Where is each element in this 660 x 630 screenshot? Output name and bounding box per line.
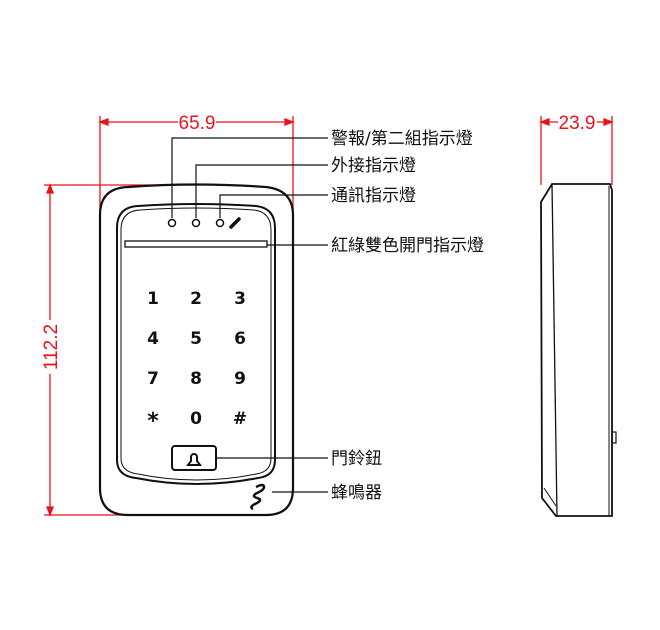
key-3[interactable]: 3 — [234, 289, 246, 309]
key-1[interactable]: 1 — [147, 289, 159, 309]
key-0[interactable]: 0 — [190, 409, 202, 429]
key-5[interactable]: 5 — [190, 329, 202, 349]
depth-value: 23.9 — [559, 113, 596, 134]
key-star[interactable]: * — [147, 409, 159, 434]
height-value: 112.2 — [41, 324, 62, 370]
key-icon — [229, 217, 241, 229]
key-7[interactable]: 7 — [147, 369, 159, 389]
side-view — [540, 183, 617, 517]
leader-lines — [171, 137, 328, 493]
buzzer-icon — [250, 483, 266, 511]
key-9[interactable]: 9 — [234, 369, 246, 389]
key-8[interactable]: 8 — [190, 369, 202, 389]
width-value: 65.9 — [179, 113, 216, 134]
keypad: 1 2 3 4 5 6 7 8 9 * 0 # — [147, 289, 247, 434]
doorbell-button[interactable] — [171, 445, 217, 471]
external-led — [191, 218, 201, 228]
key-4[interactable]: 4 — [147, 329, 159, 349]
key-6[interactable]: 6 — [234, 329, 246, 349]
label-door-led: 紅綠雙色開門指示燈 — [331, 236, 484, 256]
label-doorbell: 門鈴鈕 — [331, 449, 382, 469]
width-dimension — [98, 116, 295, 215]
label-external-led: 外接指示燈 — [331, 156, 416, 176]
key-hash[interactable]: # — [233, 409, 247, 429]
front-view — [98, 183, 295, 517]
comm-led — [215, 218, 225, 228]
door-led-slot — [124, 240, 268, 248]
label-comm-led: 通訊指示燈 — [331, 186, 416, 206]
label-buzzer: 蜂鳴器 — [331, 483, 382, 503]
depth-dimension — [539, 116, 614, 185]
key-2[interactable]: 2 — [190, 289, 202, 309]
label-alarm-led: 警報/第二組指示燈 — [331, 129, 473, 149]
height-dimension — [44, 183, 195, 517]
bell-icon — [186, 453, 202, 466]
alarm-led — [167, 218, 177, 228]
